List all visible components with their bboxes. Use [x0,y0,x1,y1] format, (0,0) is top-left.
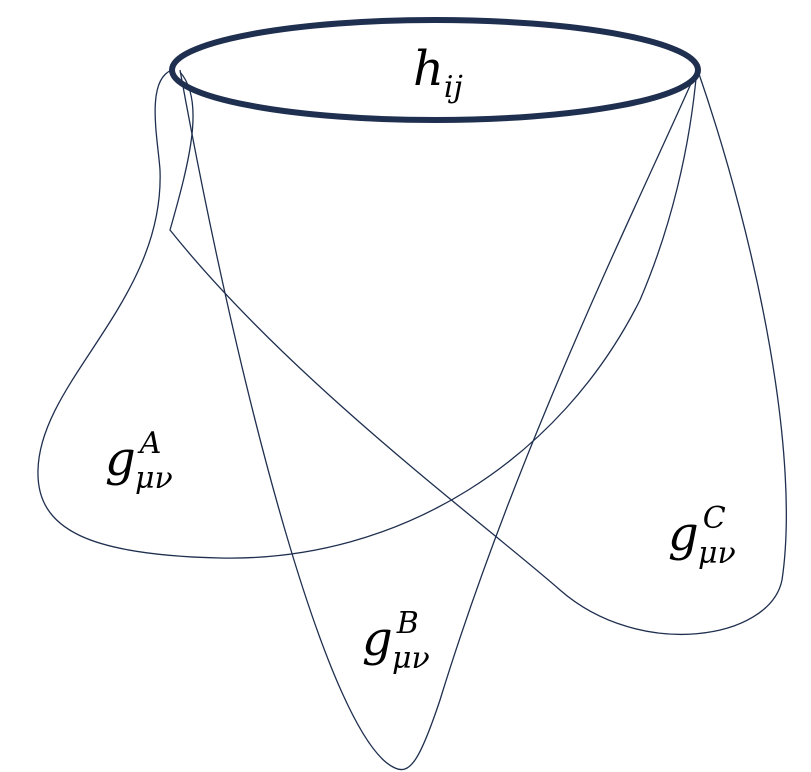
boundary-ellipse [169,17,701,123]
region-c-subscript: μν [698,536,736,571]
boundary-label: hij [413,41,463,105]
region-b-subscript: μν [392,641,430,676]
region-c-surface [169,67,787,636]
region-b-surface [179,69,698,771]
region-a-surface [37,67,698,559]
region-a-subscript: μν [135,461,173,496]
